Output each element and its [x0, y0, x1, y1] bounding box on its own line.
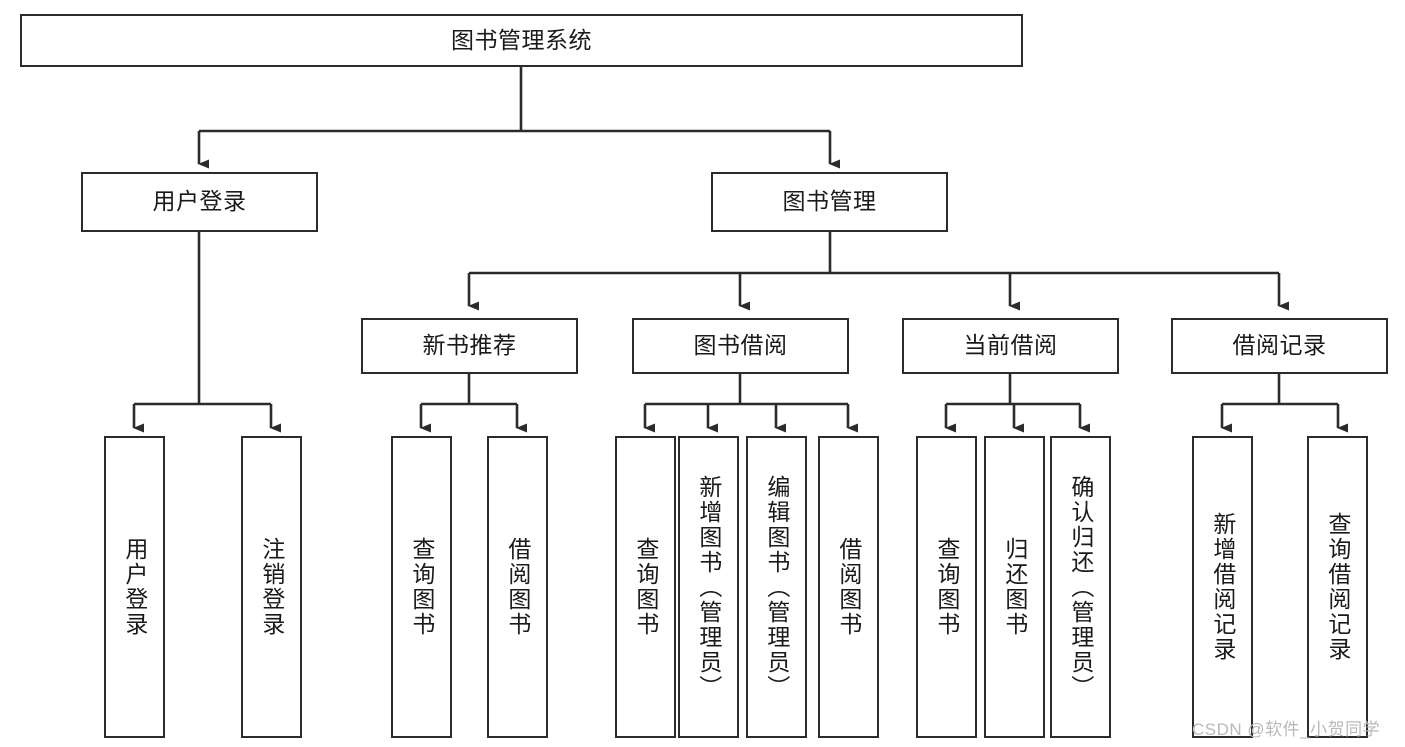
leaf-current-return-book[interactable]: 归还图书	[984, 436, 1045, 738]
node-label: 图书管理	[782, 188, 877, 215]
leaf-recommend-borrow-book[interactable]: 借阅图书	[487, 436, 548, 738]
node-new-book-recommend[interactable]: 新书推荐	[361, 318, 578, 374]
leaf-current-confirm-return-admin[interactable]: 确认归还（管理员）	[1050, 436, 1111, 738]
watermark-text: CSDN @软件_小贺同学	[1192, 720, 1381, 739]
node-label: 图书管理系统	[451, 26, 592, 53]
node-label: 用户登录	[152, 188, 247, 215]
node-label: 新增借阅记录	[1209, 512, 1236, 662]
node-label: 借阅图书	[504, 537, 531, 637]
node-label: 查询图书	[632, 537, 659, 637]
node-label: 借阅记录	[1232, 332, 1327, 359]
node-label: 查询借阅记录	[1324, 512, 1351, 662]
node-label: 查询图书	[408, 537, 435, 637]
leaf-current-query-book[interactable]: 查询图书	[916, 436, 977, 738]
leaf-record-add-record[interactable]: 新增借阅记录	[1192, 436, 1253, 738]
node-label: 当前借阅	[963, 332, 1058, 359]
node-label: 用户登录	[121, 537, 148, 637]
node-user-login[interactable]: 用户登录	[81, 172, 318, 232]
leaf-borrow-borrow-book[interactable]: 借阅图书	[818, 436, 879, 738]
node-label: 新增图书（管理员）	[695, 474, 722, 700]
leaf-borrow-query-book[interactable]: 查询图书	[615, 436, 676, 738]
node-borrow-record[interactable]: 借阅记录	[1171, 318, 1388, 374]
node-label: 新书推荐	[422, 332, 517, 359]
node-root-system[interactable]: 图书管理系统	[20, 14, 1023, 67]
node-book-borrow[interactable]: 图书借阅	[632, 318, 849, 374]
leaf-recommend-query-book[interactable]: 查询图书	[391, 436, 452, 738]
node-label: 查询图书	[933, 537, 960, 637]
leaf-borrow-edit-book-admin[interactable]: 编辑图书（管理员）	[746, 436, 807, 738]
node-current-borrow[interactable]: 当前借阅	[902, 318, 1119, 374]
node-label: 归还图书	[1001, 537, 1028, 637]
leaf-borrow-add-book-admin[interactable]: 新增图书（管理员）	[678, 436, 739, 738]
node-label: 编辑图书（管理员）	[763, 474, 790, 700]
node-label: 确认归还（管理员）	[1067, 474, 1094, 700]
leaf-user-login-signout[interactable]: 注销登录	[241, 436, 302, 738]
leaf-record-query-record[interactable]: 查询借阅记录	[1307, 436, 1368, 738]
node-book-management[interactable]: 图书管理	[711, 172, 948, 232]
node-label: 注销登录	[258, 537, 285, 637]
node-label: 借阅图书	[835, 537, 862, 637]
node-label: 图书借阅	[693, 332, 788, 359]
leaf-user-login-signin[interactable]: 用户登录	[104, 436, 165, 738]
